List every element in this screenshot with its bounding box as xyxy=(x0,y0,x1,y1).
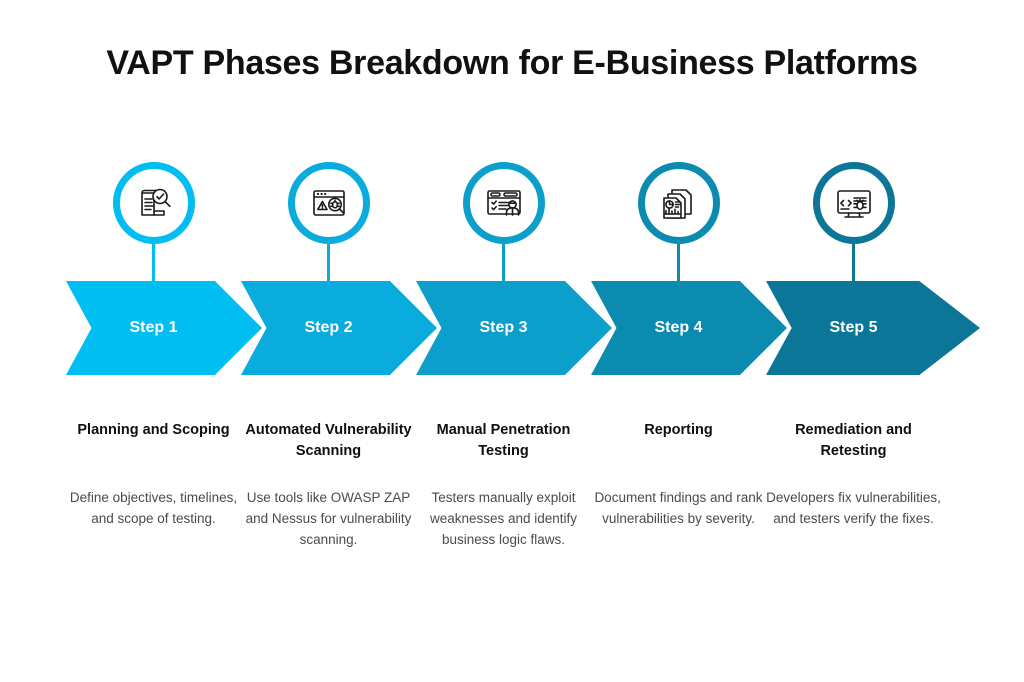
page-title: VAPT Phases Breakdown for E-Business Pla… xyxy=(106,44,918,82)
document-magnifier-check-icon xyxy=(130,179,178,227)
step-2-body: Use tools like OWASP ZAP and Nessus for … xyxy=(245,490,412,547)
step-3-heading: Manual Penetration Testing xyxy=(436,422,571,459)
step-3-connector xyxy=(502,244,505,288)
step-column-4: Step 4 Reporting Document findings and r… xyxy=(591,0,787,682)
browser-checklist-tester-icon xyxy=(480,179,528,227)
step-column-2: Step 2 Automated Vulnerability Scanning … xyxy=(241,0,437,682)
step-3-icon-circle xyxy=(462,162,545,244)
step-column-1: Step 1 Planning and Scoping Define objec… xyxy=(66,0,262,682)
step-4-connector xyxy=(677,244,680,288)
step-2-arrow xyxy=(241,281,437,375)
step-2-connector xyxy=(327,244,330,288)
step-column-3: Step 3 Manual Penetration Testing Tester… xyxy=(416,0,612,682)
step-1-icon-circle xyxy=(112,162,195,244)
step-5-icon-circle xyxy=(812,162,895,244)
step-4-heading: Reporting xyxy=(644,422,713,438)
step-4-arrow xyxy=(591,281,787,375)
step-4-body: Document findings and rank vulnerabiliti… xyxy=(594,490,763,526)
step-4-icon-circle xyxy=(637,162,720,244)
step-3-body: Testers manually exploit weaknesses and … xyxy=(429,490,578,547)
step-5-connector xyxy=(852,244,855,288)
step-1-connector xyxy=(152,244,155,288)
step-column-5: Step 5 Remediation and Retesting Develop… xyxy=(766,0,980,682)
step-5-heading: Remediation and Retesting xyxy=(795,422,912,459)
step-1-heading: Planning and Scoping xyxy=(77,422,230,438)
step-3-arrow xyxy=(416,281,612,375)
browser-warning-bug-scan-icon xyxy=(305,179,353,227)
step-2-icon-circle xyxy=(287,162,370,244)
step-2-heading: Automated Vulnerability Scanning xyxy=(245,422,412,459)
step-5-body: Developers fix vulnerabilities, and test… xyxy=(766,490,941,526)
step-1-arrow xyxy=(66,281,262,375)
step-1-body: Define objectives, timelines, and scope … xyxy=(69,490,238,526)
report-charts-icon xyxy=(655,179,703,227)
step-5-arrow xyxy=(766,281,980,375)
monitor-code-bug-icon xyxy=(830,179,878,227)
